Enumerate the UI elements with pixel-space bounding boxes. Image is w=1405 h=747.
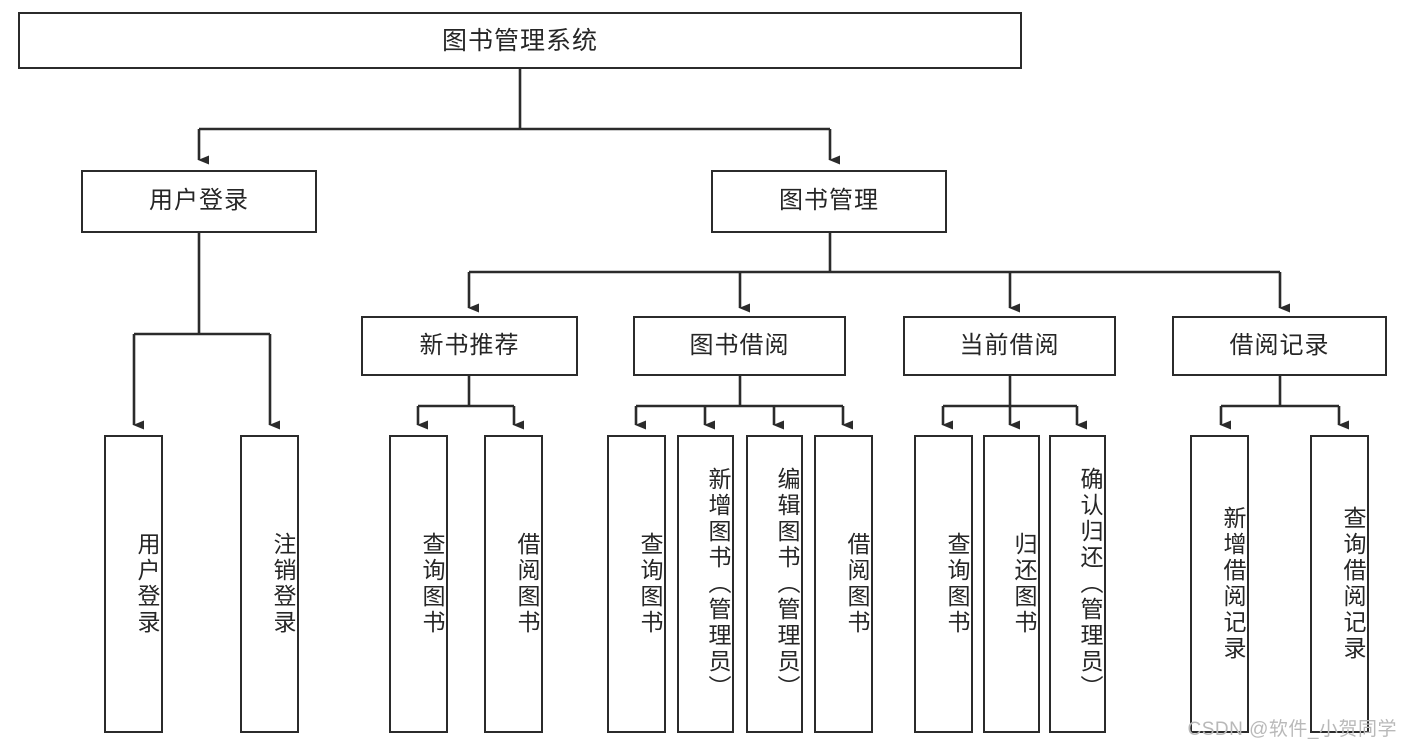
node-label: 图书管理 [779,187,879,215]
node-current-borrow[interactable]: 当前借阅 [903,316,1116,376]
node-label: 查询图书 [419,532,445,636]
leaf-user-login-login[interactable]: 用户登录 [104,435,163,733]
node-book-management[interactable]: 图书管理 [711,170,947,233]
leaf-borrow-borrow-book[interactable]: 借阅图书 [814,435,873,733]
node-label: 编辑图书（管理员） [774,467,800,701]
leaf-recommend-borrow-book[interactable]: 借阅图书 [484,435,543,733]
node-label: 新书推荐 [419,331,520,359]
node-label: 借阅记录 [1229,331,1330,359]
node-label: 借阅图书 [844,532,870,636]
node-root-system[interactable]: 图书管理系统 [18,12,1022,69]
node-label: 用户登录 [134,532,160,636]
node-new-book-recommend[interactable]: 新书推荐 [361,316,578,376]
leaf-borrow-edit-book-admin[interactable]: 编辑图书（管理员） [746,435,803,733]
node-label: 借阅图书 [514,532,540,636]
node-label: 确认归还（管理员） [1077,467,1103,701]
node-label: 图书借阅 [689,331,790,359]
node-user-login[interactable]: 用户登录 [81,170,317,233]
node-label: 查询借阅记录 [1340,506,1366,662]
leaf-records-add-record[interactable]: 新增借阅记录 [1190,435,1249,733]
leaf-borrow-add-book-admin[interactable]: 新增图书（管理员） [677,435,734,733]
node-label: 查询图书 [637,532,663,636]
node-label: 用户登录 [149,187,249,215]
node-label: 归还图书 [1011,532,1037,636]
csdn-watermark: CSDN @软件_小贺同学 [1187,719,1397,740]
node-label: 查询图书 [944,532,970,636]
node-book-borrow[interactable]: 图书借阅 [633,316,846,376]
leaf-current-return-book[interactable]: 归还图书 [983,435,1040,733]
node-label: 图书管理系统 [441,26,598,55]
node-label: 新增借阅记录 [1220,506,1246,662]
leaf-current-query-book[interactable]: 查询图书 [914,435,973,733]
node-borrow-records[interactable]: 借阅记录 [1172,316,1387,376]
node-label: 注销登录 [270,532,296,636]
leaf-current-confirm-return-admin[interactable]: 确认归还（管理员） [1049,435,1106,733]
node-label: 当前借阅 [959,331,1060,359]
leaf-user-login-logout[interactable]: 注销登录 [240,435,299,733]
leaf-records-query-record[interactable]: 查询借阅记录 [1310,435,1369,733]
leaf-recommend-query-book[interactable]: 查询图书 [389,435,448,733]
node-label: 新增图书（管理员） [705,467,731,701]
leaf-borrow-query-book[interactable]: 查询图书 [607,435,666,733]
